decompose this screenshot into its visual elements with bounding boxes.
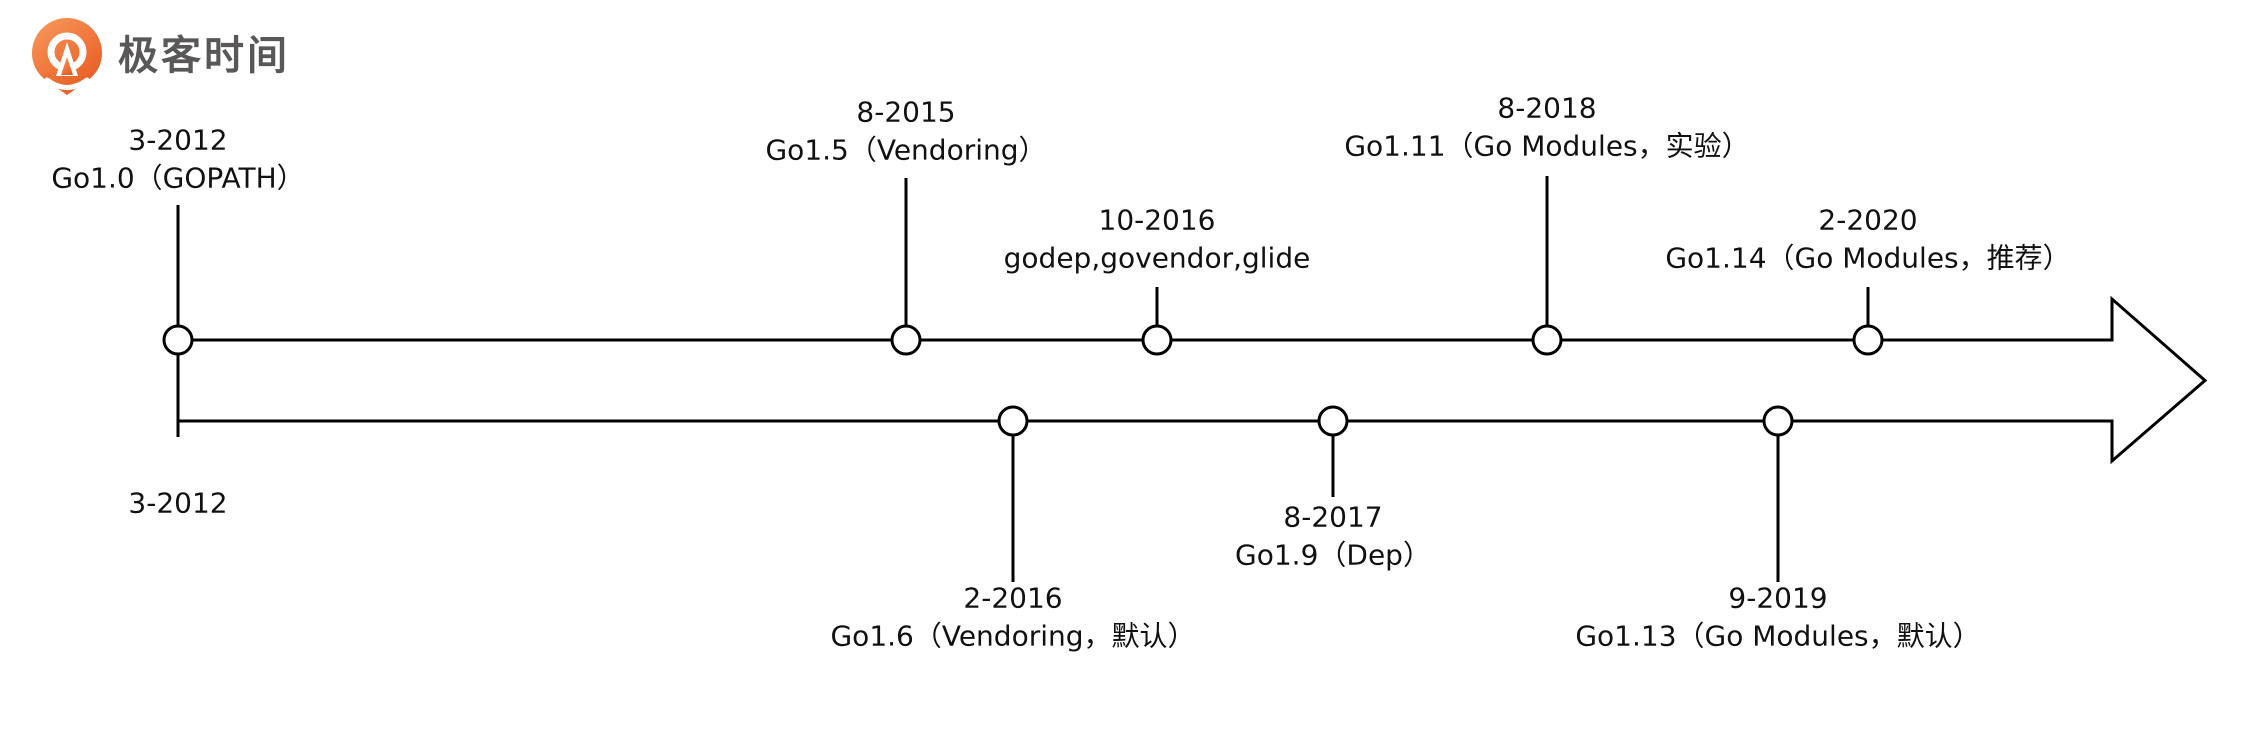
event-date: 9-2019 bbox=[1728, 582, 1827, 615]
event-node bbox=[1531, 324, 1563, 356]
event-node bbox=[1317, 405, 1349, 437]
geektime-logo-icon bbox=[32, 18, 102, 95]
event-label: Go1.13（Go Modules，默认） bbox=[1575, 620, 1980, 653]
event-node bbox=[890, 324, 922, 356]
event-date: 8-2018 bbox=[1497, 92, 1596, 125]
start-date-label: 3-2012 bbox=[128, 487, 227, 520]
event-date: 10-2016 bbox=[1099, 204, 1216, 237]
event-date: 3-2012 bbox=[128, 124, 227, 157]
event-label: Go1.0（GOPATH） bbox=[51, 162, 304, 195]
brand-logo: 极客时间 bbox=[28, 16, 290, 96]
event-date: 2-2016 bbox=[963, 582, 1062, 615]
event-node bbox=[1141, 324, 1173, 356]
geektime-logo-text: 极客时间 bbox=[118, 33, 290, 79]
event-label: Go1.6（Vendoring，默认） bbox=[830, 620, 1195, 653]
event-label: Go1.11（Go Modules，实验） bbox=[1344, 130, 1749, 163]
event-node bbox=[997, 405, 1029, 437]
event-date: 2-2020 bbox=[1818, 204, 1917, 237]
event-node bbox=[1852, 324, 1884, 356]
event-node bbox=[162, 324, 194, 356]
event-label: Go1.9（Dep） bbox=[1235, 539, 1431, 572]
event-node bbox=[1762, 405, 1794, 437]
event-date: 8-2015 bbox=[856, 96, 955, 129]
event-label: godep,govendor,glide bbox=[1004, 242, 1311, 275]
event-label: Go1.14（Go Modules，推荐） bbox=[1665, 242, 2070, 275]
event-label: Go1.5（Vendoring） bbox=[765, 134, 1046, 167]
timeline-arrow bbox=[178, 295, 2208, 465]
event-date: 8-2017 bbox=[1283, 501, 1382, 534]
